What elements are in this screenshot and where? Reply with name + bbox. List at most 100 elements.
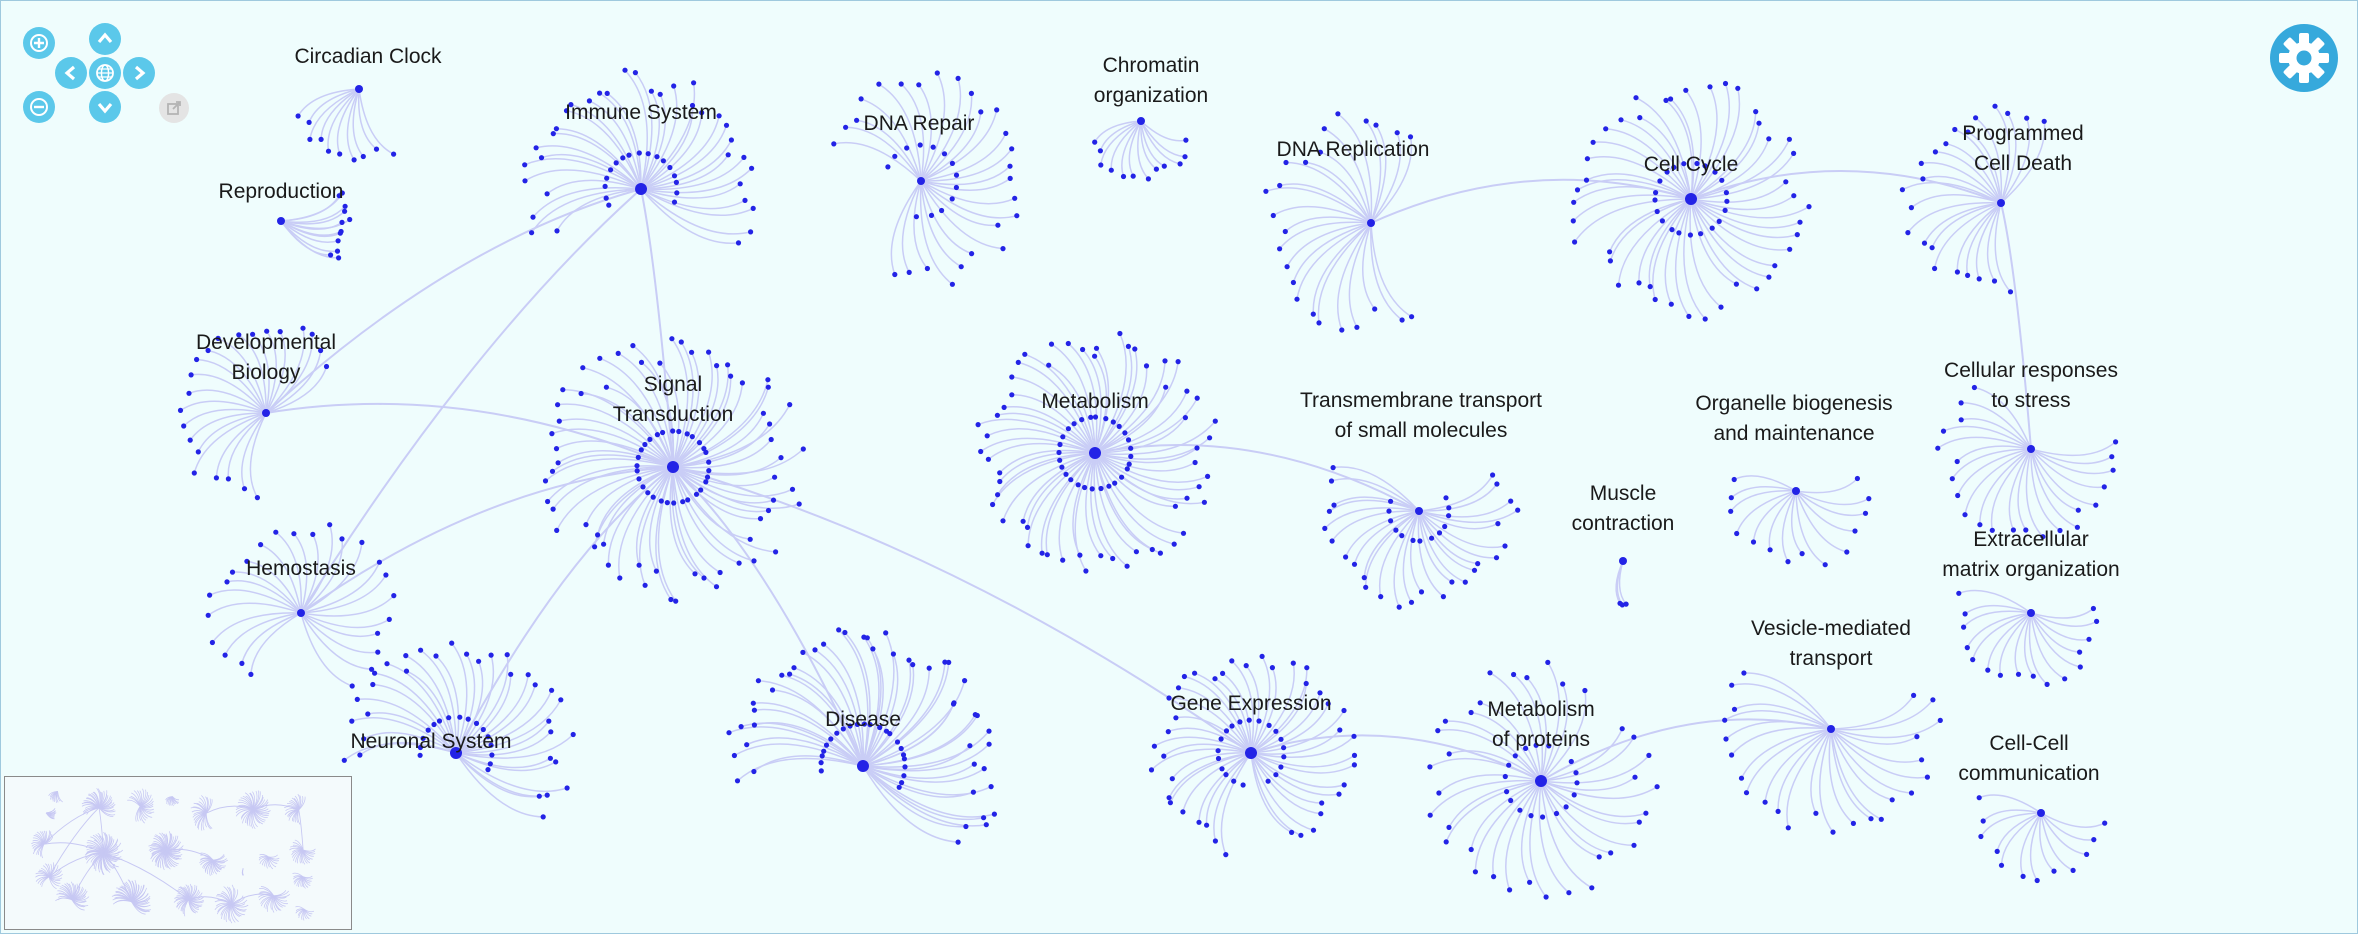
pathway-node[interactable] [930, 144, 936, 150]
pathway-node[interactable] [365, 711, 371, 717]
pathway-node[interactable] [842, 629, 848, 636]
pathway-node[interactable] [1659, 218, 1665, 224]
pathway-node[interactable] [586, 98, 593, 104]
pathway-node[interactable] [934, 70, 940, 76]
pathway-node[interactable] [1089, 486, 1095, 492]
pathway-node[interactable] [1065, 340, 1071, 347]
pathway-node[interactable] [604, 175, 610, 181]
pathway-node[interactable] [530, 214, 536, 220]
metabolism-hub-node[interactable] [1089, 447, 1101, 459]
pathway-node[interactable] [1310, 827, 1317, 833]
pathway-node[interactable] [307, 136, 313, 142]
pathway-node[interactable] [706, 459, 712, 465]
pathway-node[interactable] [1180, 530, 1187, 536]
pathway-node[interactable] [1528, 813, 1534, 819]
pathway-node[interactable] [1502, 773, 1508, 780]
pathway-node[interactable] [1277, 182, 1283, 189]
pathway-node[interactable] [1722, 80, 1729, 87]
pathway-node[interactable] [741, 154, 747, 160]
pathway-node[interactable] [549, 687, 555, 693]
pathway-node[interactable] [457, 714, 463, 720]
pathway-node[interactable] [648, 88, 655, 94]
pathway-node[interactable] [1723, 190, 1729, 196]
pathway-node[interactable] [601, 541, 607, 547]
pathway-node[interactable] [1590, 139, 1596, 145]
pathway-node[interactable] [1290, 660, 1296, 666]
pathway-node[interactable] [376, 559, 382, 565]
pathway-node[interactable] [728, 137, 735, 143]
pathway-node[interactable] [318, 136, 324, 142]
pathway-node[interactable] [1504, 789, 1510, 795]
pathway-node[interactable] [990, 501, 996, 508]
pathway-node[interactable] [1707, 84, 1713, 90]
pathway-node[interactable] [704, 474, 711, 480]
pathway-node[interactable] [1196, 484, 1202, 490]
pathway-node[interactable] [597, 355, 603, 361]
pathway-node[interactable] [1631, 734, 1637, 740]
pathway-node[interactable] [1273, 728, 1279, 734]
pathway-node[interactable] [1057, 441, 1063, 448]
pathway-node[interactable] [1303, 680, 1309, 687]
pathway-node[interactable] [1339, 327, 1345, 333]
pathway-node[interactable] [749, 165, 755, 171]
pathway-node[interactable] [696, 440, 703, 446]
pathway-node[interactable] [1574, 187, 1581, 193]
pathway-node[interactable] [1259, 653, 1265, 660]
pathway-node[interactable] [657, 91, 663, 97]
neuronal-system-label[interactable]: Neuronal System [350, 730, 511, 753]
pathway-node[interactable] [1607, 249, 1613, 255]
pathway-node[interactable] [553, 446, 560, 452]
pathway-node[interactable] [357, 752, 363, 758]
pathway-node[interactable] [818, 768, 824, 774]
pathway-node[interactable] [967, 743, 973, 749]
pathway-node[interactable] [425, 727, 431, 733]
reproduction-label[interactable]: Reproduction [219, 180, 344, 203]
pathway-node[interactable] [583, 522, 589, 528]
pathway-node[interactable] [1822, 562, 1828, 568]
pathway-node[interactable] [1491, 874, 1497, 880]
pathway-node[interactable] [383, 572, 389, 578]
pathway-node[interactable] [1378, 594, 1384, 600]
pathway-node[interactable] [2077, 664, 2083, 670]
muscle-contraction-hub-node[interactable] [1619, 557, 1627, 565]
pathway-node[interactable] [953, 172, 960, 178]
pathway-node[interactable] [1265, 778, 1271, 784]
pathway-node[interactable] [1386, 508, 1392, 514]
pathway-node[interactable] [2015, 671, 2022, 677]
pathway-node[interactable] [901, 756, 908, 762]
pathway-node[interactable] [465, 716, 471, 722]
pathway-node[interactable] [834, 730, 840, 736]
pathway-node[interactable] [1298, 832, 1304, 838]
pathway-node[interactable] [1125, 437, 1132, 443]
pathway-node[interactable] [894, 739, 901, 745]
pathway-node[interactable] [1106, 483, 1112, 489]
pathway-node[interactable] [592, 544, 598, 550]
pathway-node[interactable] [1162, 358, 1168, 364]
pathway-node[interactable] [1169, 776, 1175, 782]
pathway-node[interactable] [337, 151, 343, 157]
pathway-node[interactable] [2102, 820, 2108, 826]
pathway-node[interactable] [1125, 343, 1131, 349]
pathway-node[interactable] [995, 222, 1001, 228]
pathway-node[interactable] [1729, 682, 1735, 688]
pathway-node[interactable] [1929, 245, 1935, 251]
pathway-node[interactable] [622, 67, 628, 73]
pathway-node[interactable] [778, 455, 784, 461]
pathway-node[interactable] [375, 649, 381, 655]
pathway-node[interactable] [1108, 167, 1114, 173]
pathway-node[interactable] [1889, 797, 1895, 803]
organelle-biogenesis-hub-node[interactable] [1792, 487, 1800, 495]
pathway-node[interactable] [386, 616, 392, 623]
dna-replication-label[interactable]: DNA Replication [1277, 138, 1430, 161]
pathway-node[interactable] [706, 349, 712, 355]
pathway-node[interactable] [1088, 414, 1094, 420]
pathway-node[interactable] [985, 456, 992, 462]
disease-label[interactable]: Disease [825, 708, 901, 731]
pathway-node[interactable] [1427, 812, 1433, 818]
pathway-node[interactable] [671, 500, 677, 506]
pathway-node[interactable] [2040, 534, 2046, 540]
pathway-node[interactable] [1962, 512, 1968, 518]
pathway-node[interactable] [1184, 495, 1190, 501]
